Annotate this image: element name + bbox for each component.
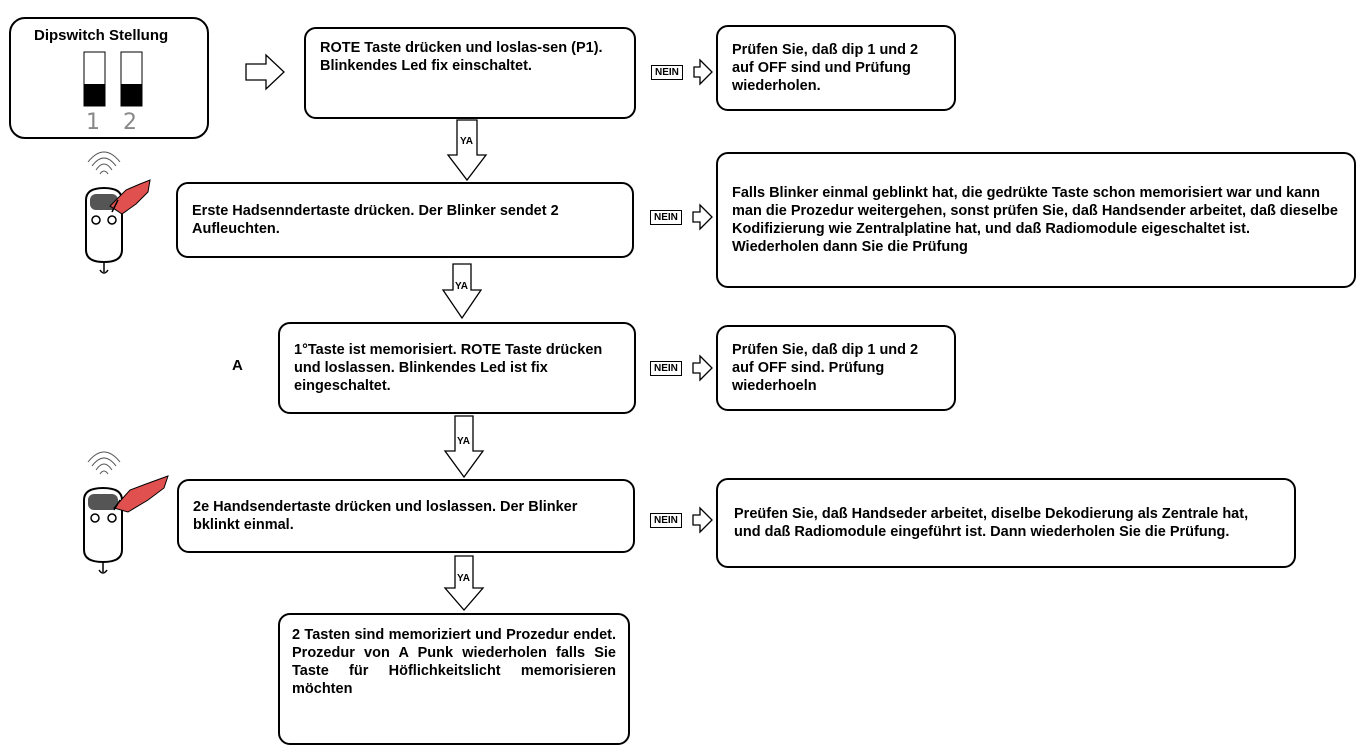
- dipswitch-box: [9, 17, 209, 139]
- down-arrow-3: [443, 415, 485, 479]
- down-arrow-4: [443, 555, 485, 611]
- step-3-box: 1°Taste ist memorisiert. ROTE Taste drüc…: [278, 322, 636, 414]
- step-4-box: 2e Handsendertaste drücken und loslassen…: [177, 479, 635, 553]
- nein-arrow-2: [692, 203, 713, 231]
- step-5-text: 2 Tasten sind memoriziert und Prozedur e…: [292, 627, 616, 697]
- nein-arrow-3: [692, 354, 713, 382]
- error-3-box: Prüfen Sie, daß dip 1 und 2 auf OFF sind…: [716, 325, 956, 411]
- nein-label-2: NEIN: [650, 210, 682, 225]
- dipswitch-title: Dipswitch Stellung: [34, 27, 169, 44]
- ya-label-3: YA: [457, 436, 470, 447]
- ya-label-2: YA: [455, 281, 468, 292]
- point-a-label: A: [232, 357, 243, 374]
- error-1-text: Prüfen Sie, daß dip 1 und 2 auf OFF sind…: [732, 42, 919, 94]
- ya-label-4: YA: [457, 573, 470, 584]
- error-2-text: Falls Blinker einmal geblinkt hat, die g…: [732, 185, 1338, 255]
- hand-icon: [109, 179, 151, 215]
- right-arrow-dipswitch: [245, 53, 285, 91]
- down-arrow-1: [446, 119, 488, 182]
- nein-label-3: NEIN: [650, 361, 682, 376]
- down-arrow-2: [441, 263, 483, 320]
- step-1-box: ROTE Taste drücken und loslas-sen (P1). …: [304, 27, 636, 119]
- error-2-box: Falls Blinker einmal geblinkt hat, die g…: [716, 152, 1356, 288]
- error-3-text: Prüfen Sie, daß dip 1 und 2 auf OFF sind…: [732, 342, 919, 394]
- nein-arrow-1: [693, 58, 713, 86]
- error-4-box: Preüfen Sie, daß Handseder arbeitet, dis…: [716, 478, 1296, 568]
- dip-number-1: 1: [86, 110, 100, 135]
- nein-arrow-4: [692, 506, 713, 534]
- signal-waves-icon: [87, 451, 121, 475]
- step-1-text: ROTE Taste drücken und loslas-sen (P1). …: [320, 40, 603, 74]
- step-4-text: 2e Handsendertaste drücken und loslassen…: [193, 499, 578, 533]
- step-3-text: 1°Taste ist memorisiert. ROTE Taste drüc…: [294, 342, 603, 394]
- signal-waves-icon: [87, 151, 121, 175]
- dip-number-2: 2: [123, 110, 137, 135]
- step-2-text: Erste Hadsenndertaste drücken. Der Blink…: [192, 203, 559, 237]
- error-1-box: Prüfen Sie, daß dip 1 und 2 auf OFF sind…: [716, 25, 956, 111]
- ya-label-1: YA: [460, 136, 473, 147]
- nein-label-4: NEIN: [650, 513, 682, 528]
- step-5-box: 2 Tasten sind memoriziert und Prozedur e…: [278, 613, 630, 745]
- hand-icon: [113, 475, 169, 513]
- step-2-box: Erste Hadsenndertaste drücken. Der Blink…: [176, 182, 634, 258]
- nein-label-1: NEIN: [651, 65, 683, 80]
- error-4-text: Preüfen Sie, daß Handseder arbeitet, dis…: [734, 506, 1249, 540]
